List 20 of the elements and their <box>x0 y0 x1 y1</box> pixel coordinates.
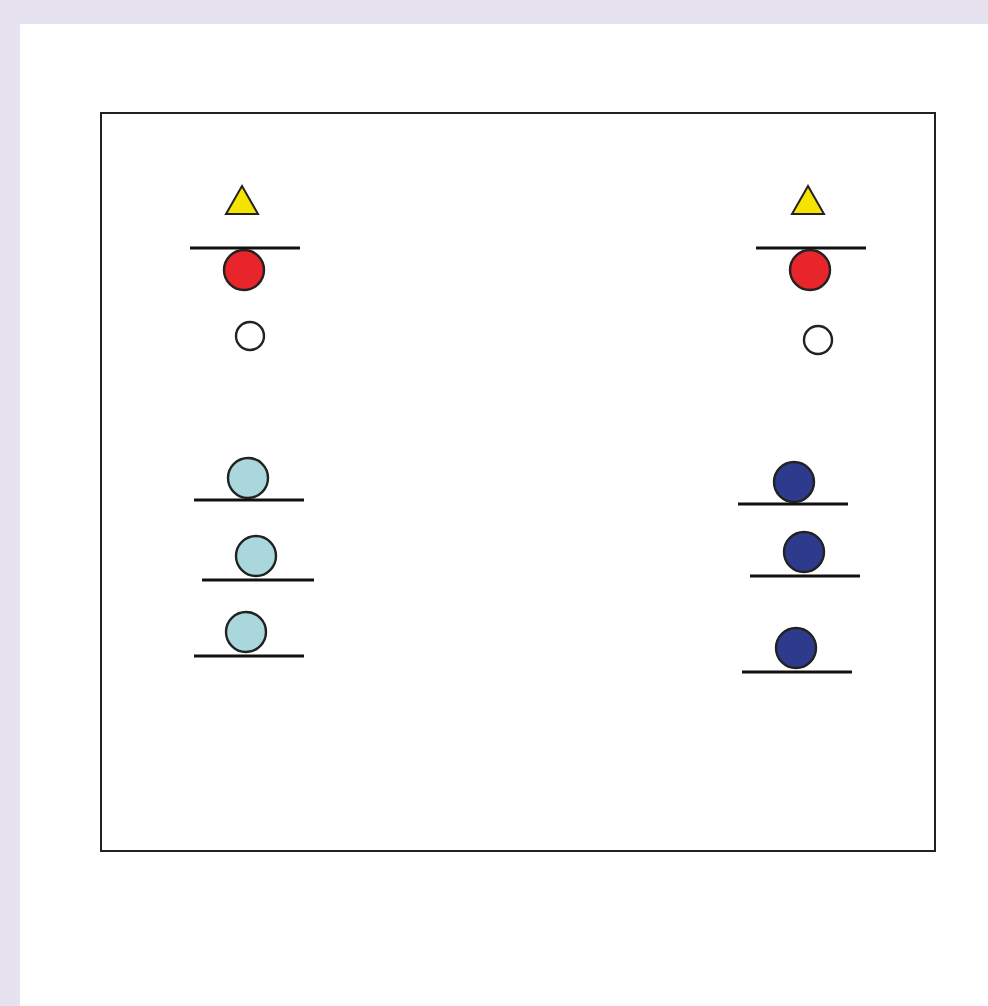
ground-line <box>750 574 860 578</box>
triangle-marker <box>790 184 826 220</box>
dot-marker <box>222 248 266 292</box>
dot-marker <box>224 610 268 654</box>
ground-line <box>742 670 852 674</box>
dot-marker <box>234 320 266 352</box>
dot-marker <box>774 626 818 670</box>
ground-line <box>194 654 304 658</box>
ground-line <box>190 246 300 250</box>
ground-line <box>738 502 848 506</box>
ground-line <box>756 246 866 250</box>
triangle-marker <box>224 184 260 220</box>
dot-marker <box>234 534 278 578</box>
dot-marker <box>782 530 826 574</box>
ground-line <box>194 498 304 502</box>
dot-marker <box>788 248 832 292</box>
dot-marker <box>772 460 816 504</box>
dot-marker <box>802 324 834 356</box>
dot-marker <box>226 456 270 500</box>
ground-line <box>202 578 314 582</box>
